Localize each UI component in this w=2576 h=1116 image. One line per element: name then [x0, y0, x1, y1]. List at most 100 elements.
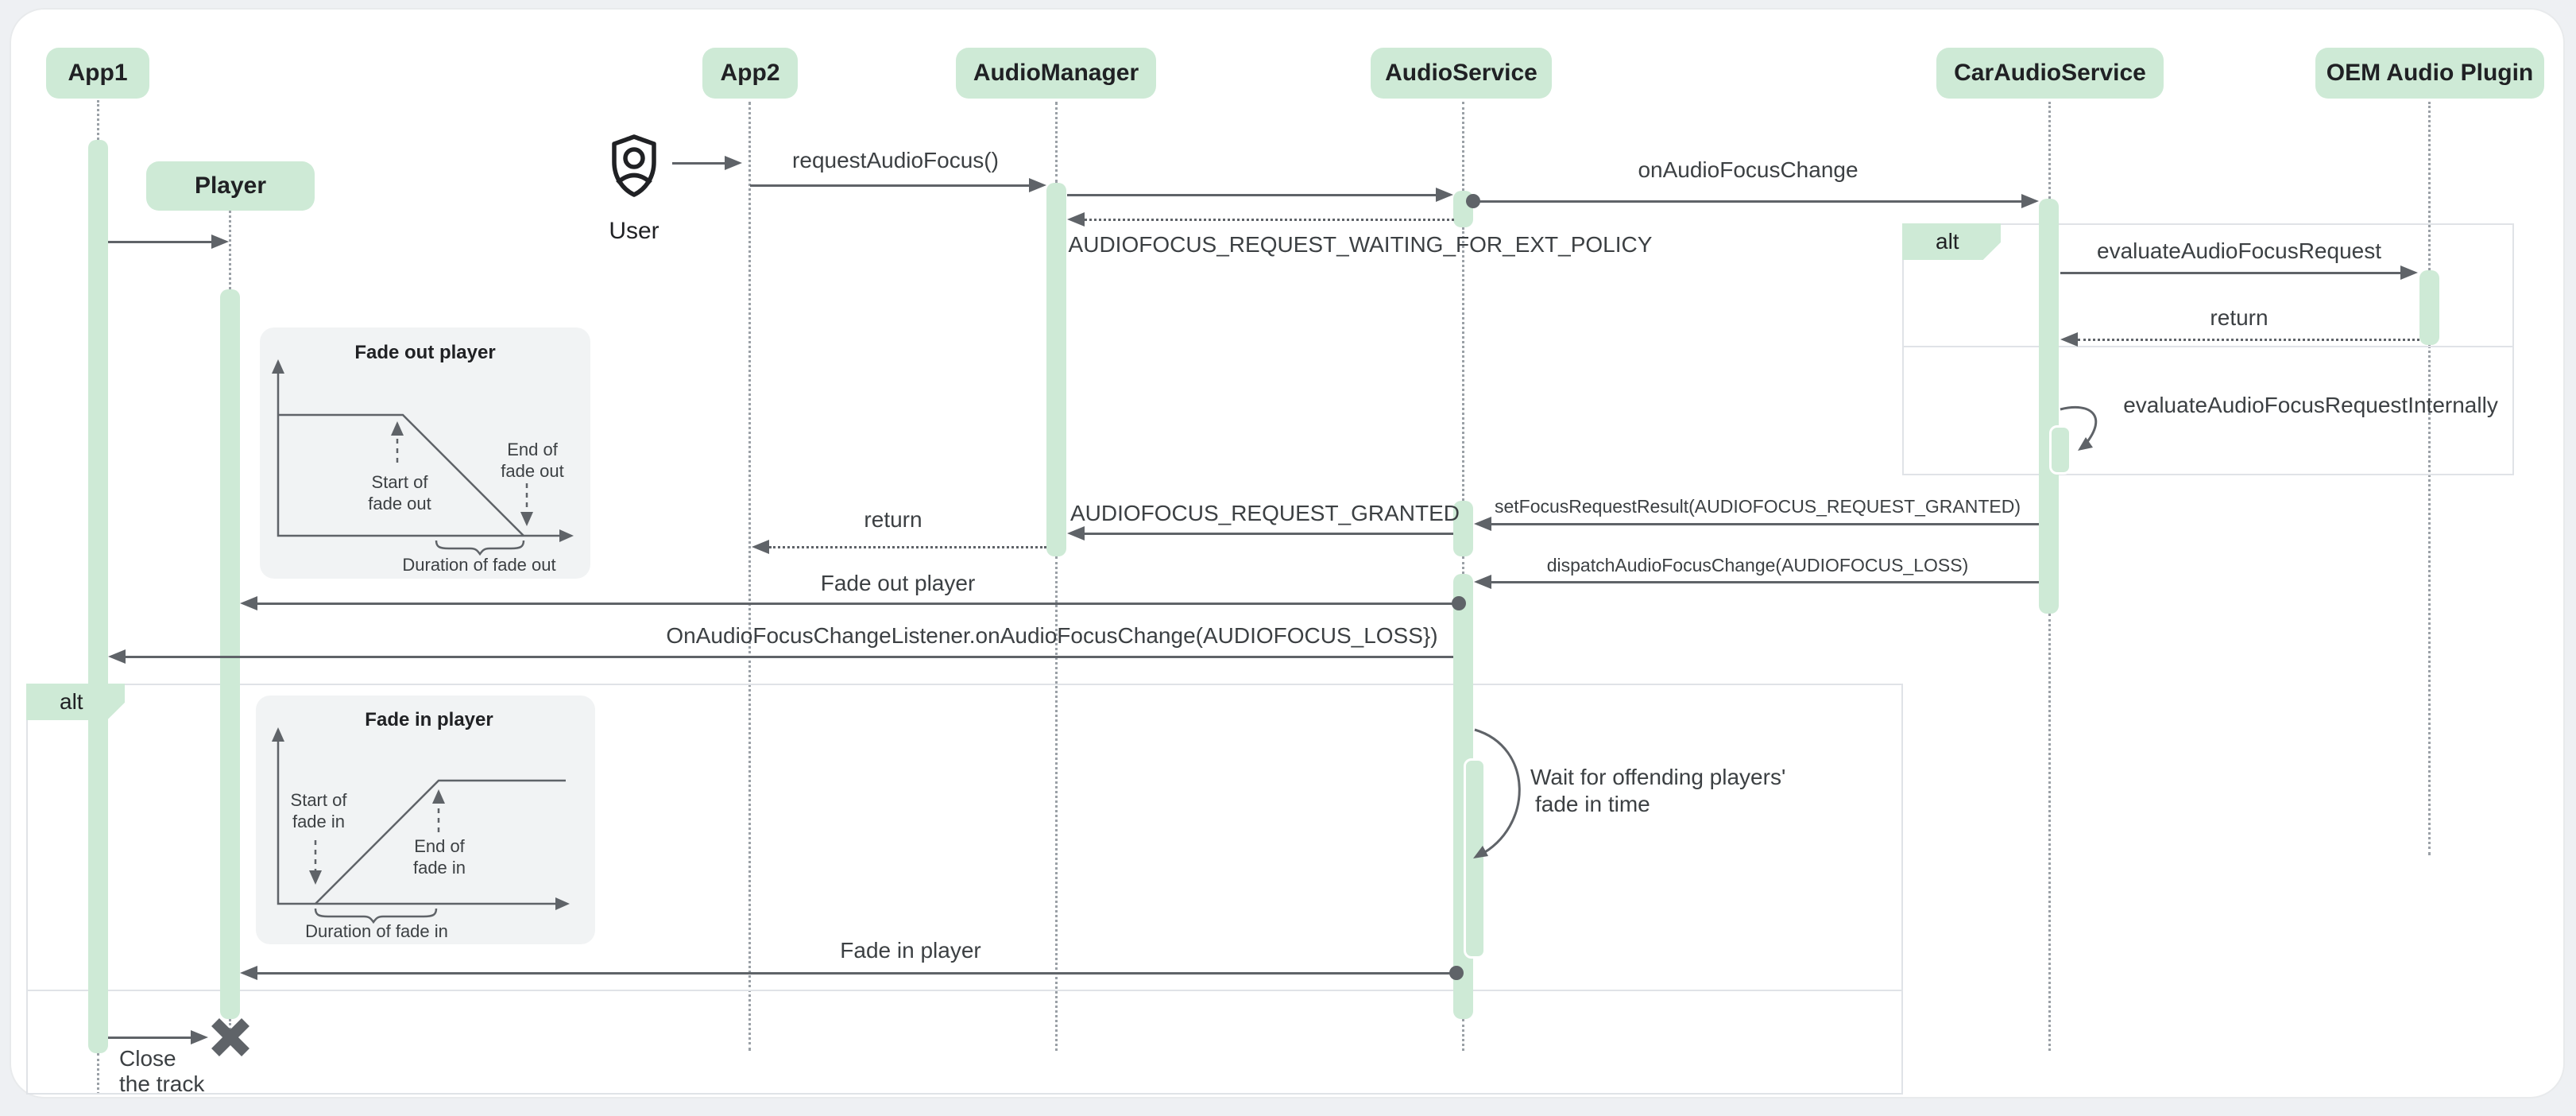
arrow-evaluate-return	[2078, 339, 2419, 341]
arrowhead	[211, 234, 229, 249]
msg-evaluate-internally: evaluateAudioFocusRequestInternally	[2123, 393, 2498, 417]
arrowhead	[2400, 265, 2418, 280]
alt-fragment-bottom-label: alt	[26, 684, 125, 720]
participant-label: App1	[68, 60, 128, 86]
alt-label: alt	[1936, 229, 1959, 254]
arrow-dispatch-audio-focus-change	[1491, 581, 2039, 583]
msg-request-granted: AUDIOFOCUS_REQUEST_GRANTED	[1069, 501, 1460, 525]
participant-label: Player	[194, 172, 267, 199]
lifeline-audiomanager	[1055, 556, 1058, 1051]
arrowhead	[240, 966, 257, 980]
msg-on-audio-focus-change-listener: OnAudioFocusChangeListener.onAudioFocusC…	[666, 623, 1438, 648]
lifeline-audioservice	[1462, 102, 1464, 191]
participant-app1: App1	[46, 48, 149, 99]
arrow-granted-return	[769, 546, 1046, 548]
message-origin-dot	[1466, 194, 1480, 208]
participant-label: CarAudioService	[1954, 60, 2146, 86]
label-line: fade in	[412, 858, 466, 878]
msg-dispatch-audio-focus-change: dispatchAudioFocusChange(AUDIOFOCUS_LOSS…	[1546, 555, 1969, 575]
arrow-user-to-app2	[672, 162, 726, 165]
arrow-request-audio-focus	[750, 184, 1031, 187]
participant-app2: App2	[702, 48, 798, 99]
participant-audiomanager: AudioManager	[956, 48, 1156, 99]
alt-fragment-bottom-divider	[26, 990, 1903, 991]
msg-evaluate-return: return	[2210, 305, 2269, 330]
arrowhead	[1474, 517, 1491, 531]
alt-fragment-top	[1902, 223, 2514, 475]
arrow-on-audio-focus-change	[1478, 200, 2023, 203]
arrow-on-audio-focus-change-listener	[126, 656, 1453, 658]
msg-evaluate-audio-focus-request: evaluateAudioFocusRequest	[2096, 238, 2382, 263]
participant-label: AudioService	[1385, 60, 1537, 86]
arrowhead	[1436, 188, 1453, 202]
arrow-request-granted	[1085, 533, 1453, 535]
activation-audioservice-2	[1453, 501, 1473, 556]
msg-close-line1: Close	[119, 1046, 176, 1071]
msg-set-focus-request-result: setFocusRequestResult(AUDIOFOCUS_REQUEST…	[1494, 496, 2021, 517]
user-label: User	[609, 218, 659, 244]
participant-caraudioservice: CarAudioService	[1936, 48, 2164, 99]
arrowhead	[2060, 332, 2078, 347]
lifeline-caraudioservice	[2048, 614, 2051, 1051]
fade-out-end-label: End of fade out	[501, 439, 564, 482]
label-line: fade out	[368, 494, 431, 513]
wait-curve-arrow	[1473, 728, 1521, 858]
alt-fragment-top-divider	[1902, 346, 2514, 347]
participant-label: OEM Audio Plugin	[2326, 60, 2534, 86]
alt-fragment-bottom	[26, 684, 1903, 1095]
arrowhead	[1067, 526, 1085, 541]
lifeline-app1	[97, 1053, 99, 1095]
fade-in-title: Fade in player	[365, 709, 493, 730]
fade-in-end-label: End of fade in	[413, 835, 466, 878]
note-wait-line1: Wait for offending players'	[1530, 765, 1786, 789]
activation-audioservice-nested	[1464, 758, 1486, 959]
arrowhead	[2021, 194, 2039, 208]
arrowhead	[725, 156, 742, 170]
arrow-fade-in-player	[257, 972, 1451, 975]
arrow-set-focus-request-result	[1491, 523, 2039, 525]
user-icon	[612, 134, 656, 197]
arrow-fade-out-player	[257, 603, 1453, 605]
msg-fade-in-player: Fade in player	[840, 938, 981, 963]
arrowhead	[1067, 212, 1085, 227]
message-origin-dot	[1449, 966, 1464, 980]
lifeline-audioservice	[1462, 1019, 1464, 1051]
lifeline-audioservice	[1462, 556, 1464, 574]
lifeline-app2	[748, 102, 751, 1051]
fade-out-title: Fade out player	[354, 342, 496, 363]
lifeline-oem	[2428, 102, 2431, 270]
destroy-x-icon	[211, 1018, 249, 1056]
msg-request-audio-focus: requestAudioFocus()	[792, 148, 999, 172]
arrowhead	[191, 1030, 208, 1044]
msg-on-audio-focus-change: onAudioFocusChange	[1638, 157, 1859, 182]
alt-label: alt	[60, 689, 83, 714]
activation-app1	[88, 140, 108, 1053]
participant-audioservice: AudioService	[1371, 48, 1552, 99]
participant-label: App2	[720, 60, 780, 86]
label-line: fade out	[501, 461, 564, 481]
lifeline-player	[229, 211, 231, 289]
msg-close-line2: the track	[119, 1071, 205, 1096]
alt-fragment-top-label: alt	[1902, 223, 2001, 260]
participant-player: Player	[146, 161, 315, 211]
fade-in-axes	[272, 727, 570, 924]
activation-caraudioservice-nested	[2049, 425, 2071, 475]
arrowhead	[240, 596, 257, 610]
fade-out-inset: Fade out player Start of fade out End of…	[260, 327, 590, 579]
arrow-audiomanager-to-audioservice	[1067, 194, 1438, 196]
label-line: End of	[414, 836, 465, 856]
msg-granted-return: return	[864, 507, 922, 532]
label-line: Start of	[290, 790, 347, 810]
arrowhead	[1029, 178, 1046, 192]
lifeline-audiomanager	[1055, 102, 1058, 183]
label-line: End of	[507, 440, 558, 459]
label-line: Start of	[371, 472, 428, 492]
lifeline-player	[229, 1019, 231, 1035]
arrow-evaluate-audio-focus-request	[2060, 272, 2402, 274]
label-line: fade in	[292, 812, 346, 831]
arrowhead	[1474, 575, 1491, 589]
arrow-close-the-track	[108, 1037, 192, 1039]
arrowhead	[752, 540, 769, 554]
msg-fade-out-player: Fade out player	[820, 571, 976, 595]
